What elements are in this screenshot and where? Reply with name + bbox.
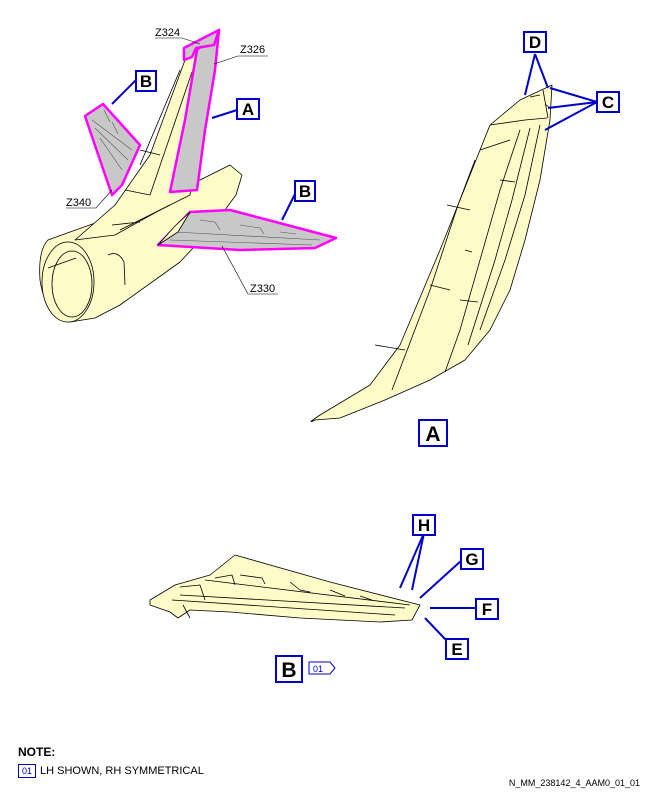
fin-tip-highlight xyxy=(182,28,221,62)
callout-b-top: B xyxy=(135,70,157,92)
fuselage-end-inner xyxy=(51,250,93,318)
callout-leaders-overview xyxy=(111,79,297,221)
fuselage-panel-line xyxy=(47,253,126,286)
rh-stabilizer-highlight xyxy=(156,208,338,252)
svg-text:01: 01 xyxy=(313,664,323,674)
svg-text:B: B xyxy=(281,659,296,682)
svg-text:F: F xyxy=(482,600,492,619)
detail-b-stabilizer xyxy=(149,554,421,623)
rh-stabilizer-lines xyxy=(169,219,321,246)
callout-h: H xyxy=(412,514,436,536)
detail-b-panel-lines xyxy=(171,574,411,619)
callout-leaders-b xyxy=(399,532,476,641)
tail-overview xyxy=(39,28,338,323)
callout-g: G xyxy=(460,548,484,570)
callout-b-right: B xyxy=(294,180,316,202)
fin-panel-lines xyxy=(111,69,193,231)
detail-a-panel-lines xyxy=(374,117,548,391)
svg-text:A: A xyxy=(242,100,254,119)
svg-text:D: D xyxy=(529,33,541,52)
note-text: LH SHOWN, RH SYMMETRICAL xyxy=(40,765,204,777)
svg-text:H: H xyxy=(418,516,430,535)
svg-text:B: B xyxy=(140,72,152,91)
callout-e: E xyxy=(445,638,469,660)
callout-f: F xyxy=(475,598,499,620)
rudder-highlight xyxy=(168,28,221,194)
detail-a-fin xyxy=(310,84,553,423)
callout-a-top: A xyxy=(236,98,260,120)
callout-leaders-a xyxy=(524,53,598,131)
stabilizer-root xyxy=(157,211,191,246)
zone-label-z324: Z324 xyxy=(155,27,180,39)
detail-b-title: B 01 xyxy=(275,655,336,683)
svg-text:G: G xyxy=(465,550,478,569)
note-title: NOTE: xyxy=(18,745,56,759)
svg-text:E: E xyxy=(451,640,462,659)
document-reference: N_MM_238142_4_AAM0_01_01 xyxy=(508,778,640,788)
note-flag-01 xyxy=(308,661,336,675)
note-line: 01 LH SHOWN, RH SYMMETRICAL xyxy=(18,764,204,778)
note-tag: 01 xyxy=(18,764,37,778)
zone-label-z340: Z340 xyxy=(66,197,91,209)
zone-leaders xyxy=(66,37,278,295)
callout-d: D xyxy=(523,31,547,53)
zone-label-z330: Z330 xyxy=(250,283,275,295)
svg-text:B: B xyxy=(299,182,311,201)
detail-a-fin-outline xyxy=(310,84,553,423)
detail-b-outline xyxy=(149,554,421,623)
svg-text:A: A xyxy=(425,423,440,446)
callout-c: C xyxy=(596,91,620,113)
lh-stabilizer-lines xyxy=(91,109,133,171)
svg-text:C: C xyxy=(602,93,614,112)
detail-a-title: A xyxy=(418,419,448,447)
lh-stabilizer-highlight xyxy=(83,102,142,197)
zone-label-z326: Z326 xyxy=(240,44,265,56)
